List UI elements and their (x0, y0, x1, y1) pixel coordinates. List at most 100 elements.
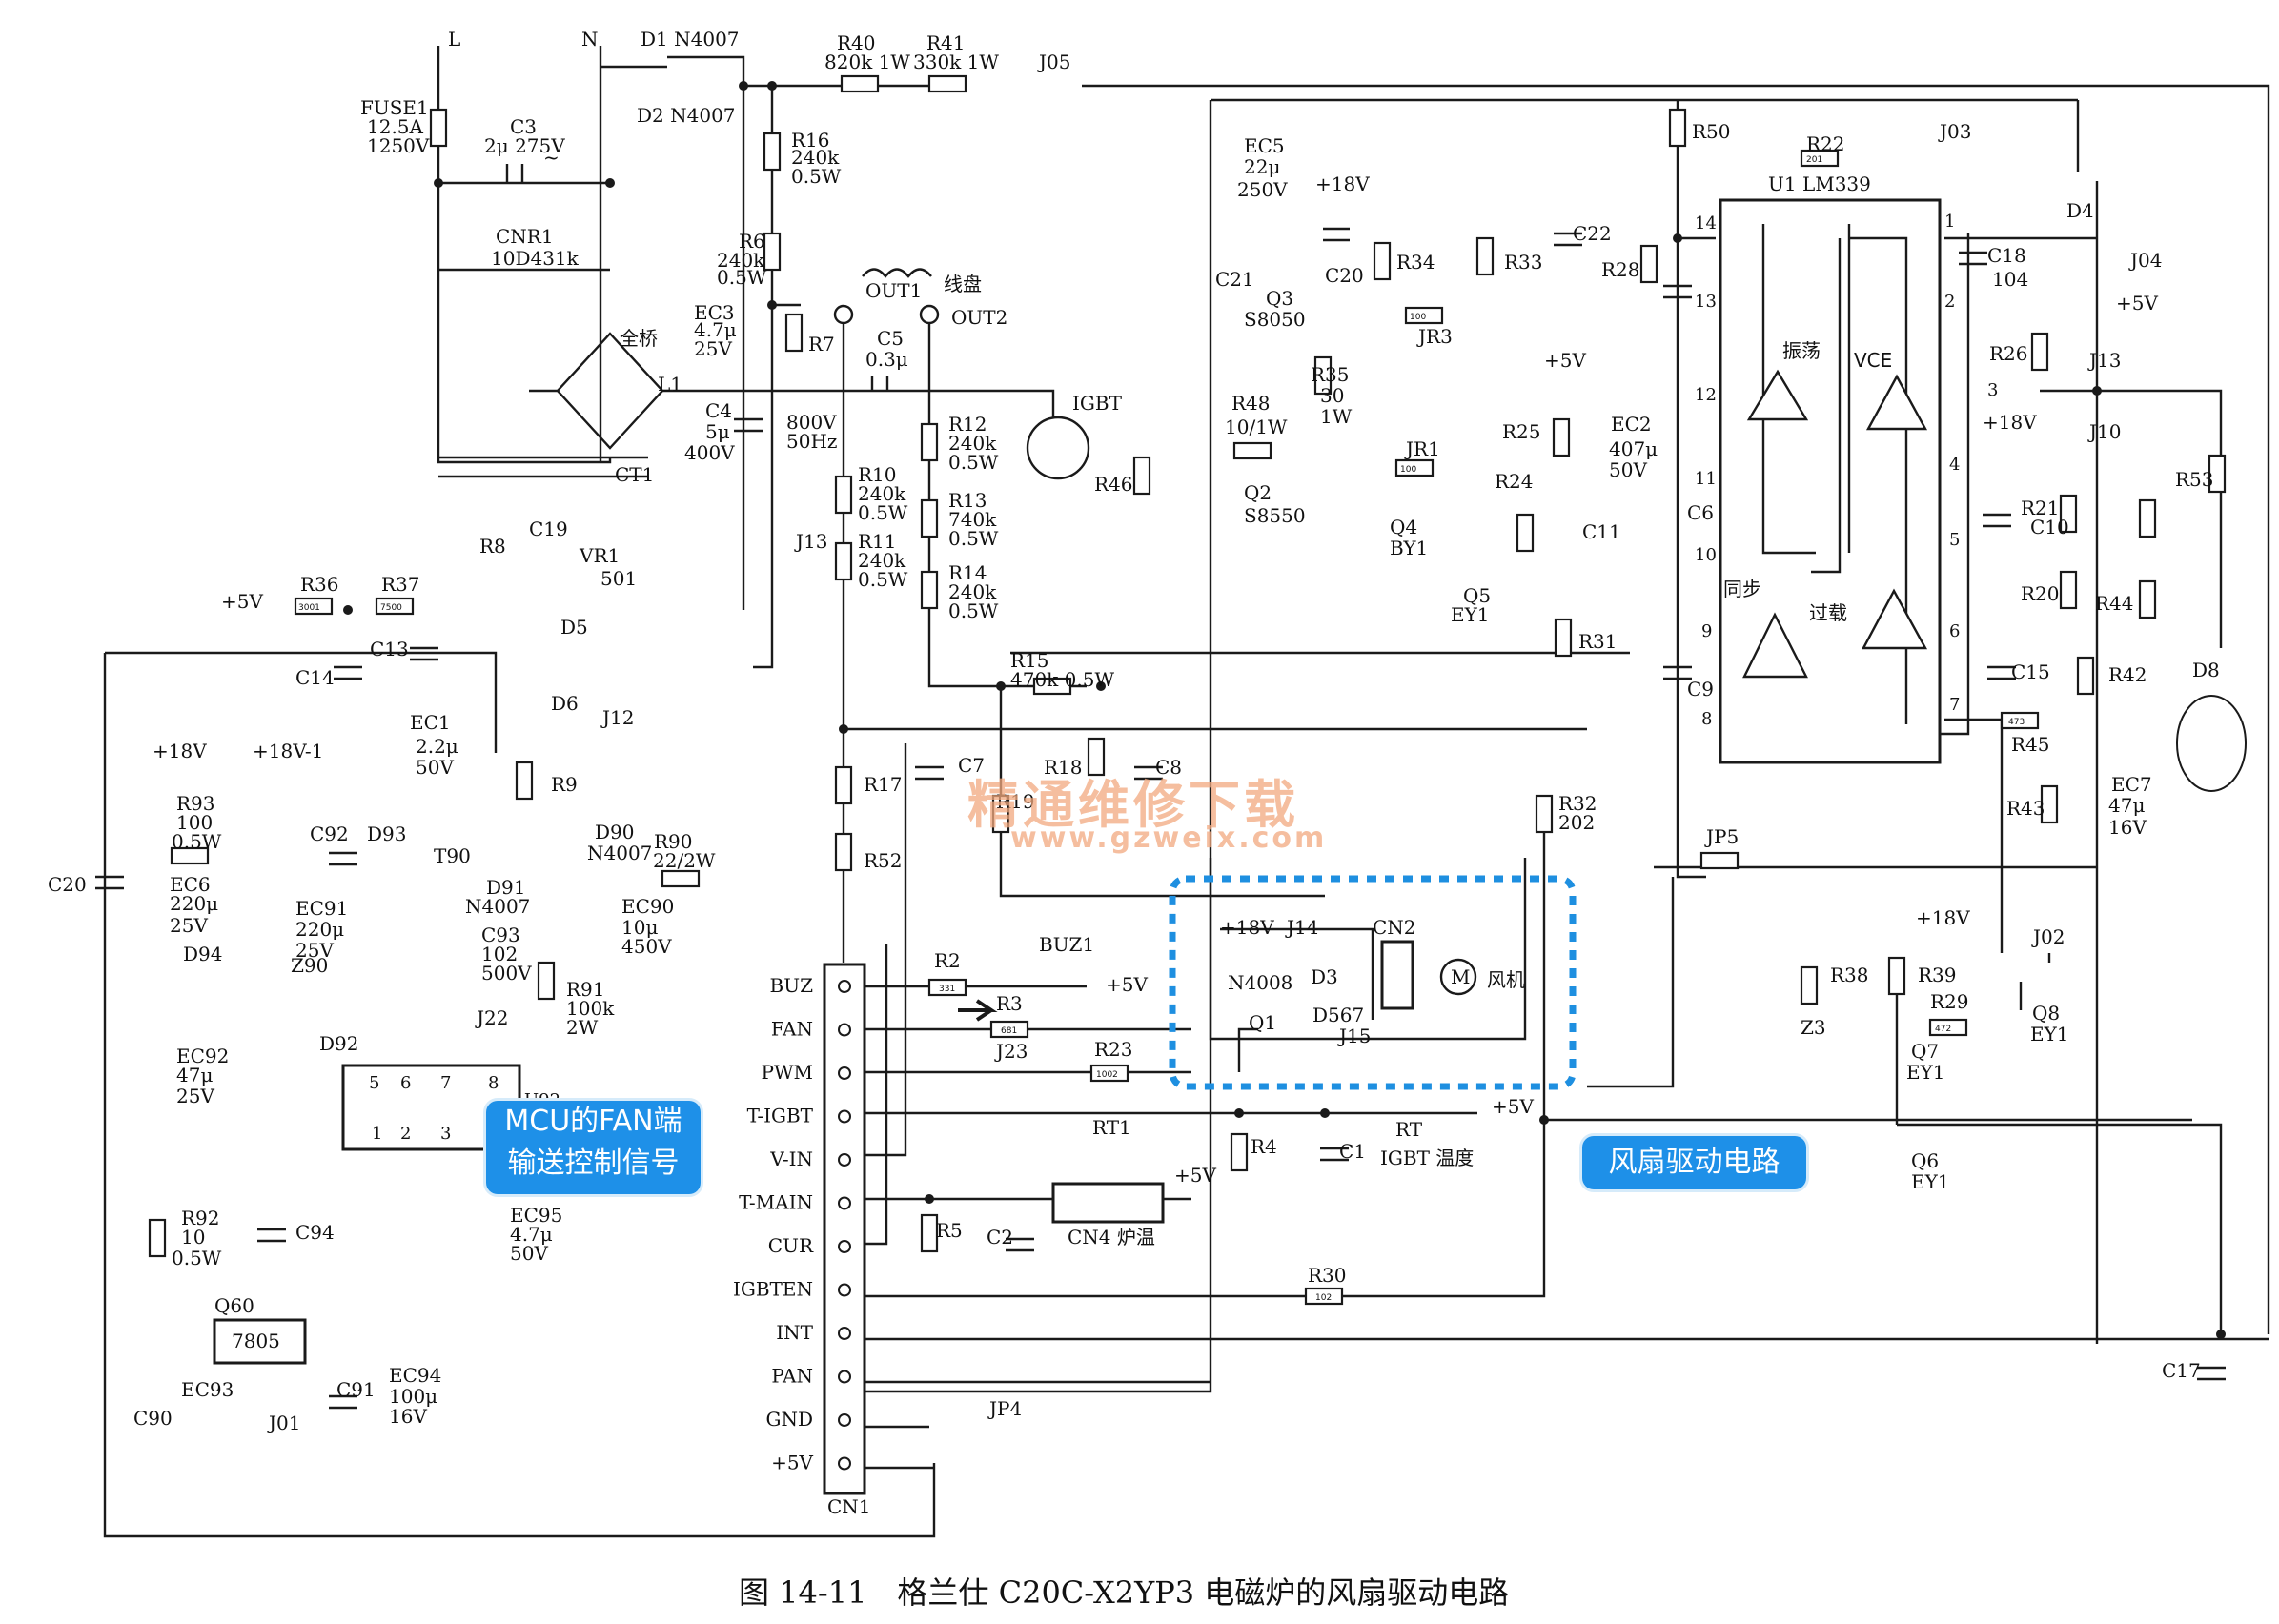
component-label: Q6 (1911, 1149, 1939, 1172)
component-label: +18V (1315, 173, 1370, 195)
resistor-R30 (1304, 1287, 1344, 1306)
cap-C5 (870, 376, 889, 391)
svg-text:3001: 3001 (298, 603, 320, 613)
component-label: Q7 (1911, 1040, 1939, 1063)
component-label: Q1 (1249, 1011, 1276, 1034)
resistor-R13 (920, 498, 939, 538)
component-label: R23 (1094, 1038, 1133, 1061)
component-label: C15 (2011, 660, 2050, 683)
component-label: M (1451, 965, 1470, 988)
component-label: R19 (996, 790, 1035, 813)
component-label: J04 (2128, 249, 2162, 272)
component-label: 100k (566, 997, 615, 1020)
svg-text:100: 100 (1410, 313, 1426, 322)
resistor-R10 (834, 475, 853, 515)
component-label: EC7 (2111, 773, 2152, 796)
component-label: 100μ (389, 1385, 437, 1408)
cn1-pin-label: IGBTEN (733, 1278, 813, 1301)
component-label: C7 (958, 754, 985, 777)
resistor-R36 (294, 597, 334, 616)
u1-pin-number: 9 (1701, 621, 1712, 641)
cap-C6 (1663, 284, 1692, 299)
component-label: R42 (2108, 663, 2147, 686)
component-label: 240k (858, 482, 906, 505)
resistor-R32 (1535, 794, 1554, 834)
resistor-codes: 3001 7500 100 100 201 331 681 1002 102 4… (298, 155, 2025, 1303)
component-label: CNR1 (496, 225, 554, 248)
component-label: J15 (1337, 1025, 1371, 1047)
component-label: 7805 (232, 1330, 280, 1352)
component-label: 10D431k (491, 247, 580, 270)
resistor-R48 (1232, 441, 1272, 460)
component-label: RT (1395, 1118, 1423, 1141)
component-label: CT1 (615, 463, 654, 486)
component-label: +5V (1174, 1164, 1216, 1187)
component-label: D1 N4007 (641, 28, 740, 51)
cap-C18 (1959, 251, 1987, 266)
component-label: +18V (153, 740, 207, 762)
resistor-R24 (1516, 513, 1535, 553)
component-label: R45 (2011, 733, 2050, 756)
component-label: C20 (48, 873, 87, 896)
component-label: L1 (658, 373, 682, 396)
resistor-R45 (2000, 711, 2040, 730)
resistor-R19 (991, 794, 1010, 834)
component-label: 500V (481, 962, 532, 985)
component-label: 0.5W (948, 451, 999, 474)
component-label: R7 (808, 333, 835, 355)
svg-text:102: 102 (1315, 1293, 1332, 1303)
component-label: J13 (2087, 349, 2121, 372)
svg-text:331: 331 (939, 985, 955, 994)
resistor-JR1 (1394, 458, 1435, 477)
component-label: R91 (566, 978, 605, 1001)
component-label: CN4 炉温 (1068, 1226, 1155, 1248)
component-label: 2W (566, 1016, 599, 1039)
resistor-R92 (148, 1218, 167, 1258)
component-label: D567 (1312, 1004, 1364, 1026)
u1-pin-number: 10 (1695, 545, 1717, 565)
u1-pin-number: 7 (1949, 695, 1960, 715)
component-label: R52 (864, 849, 903, 872)
component-label: C6 (1687, 501, 1714, 524)
component-label: 4.7μ (510, 1223, 553, 1246)
component-label: 0.5W (172, 1247, 222, 1269)
component-label: J10 (2087, 420, 2121, 443)
mcu-fan-callout: MCU的FAN端 输送控制信号 (486, 1101, 701, 1194)
component-label: R36 (300, 573, 339, 596)
component-label: 240k (858, 549, 906, 572)
component-label: R48 (1231, 392, 1271, 415)
component-label: R6 (739, 230, 765, 253)
u1-block-overload: 过载 (1809, 601, 1847, 624)
components (148, 74, 2227, 1306)
component-label: 220μ (295, 918, 344, 941)
resistor-R34 (1373, 241, 1392, 281)
u1-pin-number: 12 (1695, 385, 1717, 405)
component-label: R50 (1692, 120, 1731, 143)
resistor-R11 (834, 541, 853, 581)
resistor-R39 (1887, 956, 1906, 996)
component-label: EC5 (1244, 134, 1285, 157)
component-label: EC95 (510, 1204, 562, 1227)
component-label: 2.2μ (416, 735, 458, 758)
cn1-pin (838, 1066, 851, 1080)
component-label: EC2 (1611, 413, 1652, 436)
component-label: 220μ (170, 892, 218, 915)
capacitors (95, 164, 2226, 1410)
fan-drive-callout: 风扇驱动电路 (1582, 1136, 1806, 1189)
component-label: R15 (1010, 649, 1049, 672)
component-label: C90 (133, 1407, 173, 1430)
u1-block-vce: VCE (1854, 349, 1892, 372)
cn1-pin (838, 1413, 851, 1427)
component-label: 240k (948, 580, 997, 603)
cn1-pin-label: T-MAIN (739, 1191, 813, 1214)
component-label: 0.5W (948, 599, 999, 622)
svg-text:473: 473 (2008, 718, 2025, 727)
resistor-R9 (515, 761, 534, 801)
component-label: 47μ (176, 1064, 213, 1086)
component-label: EC91 (295, 897, 348, 920)
cn1-pin (838, 980, 851, 993)
component-label: C93 (481, 924, 520, 946)
svg-text:7500: 7500 (380, 603, 402, 613)
u1-pin-labels: U1 LM3391234567891011121314振荡VCE同步过载U925… (369, 173, 1998, 1144)
component-label: N4007 (465, 895, 530, 918)
